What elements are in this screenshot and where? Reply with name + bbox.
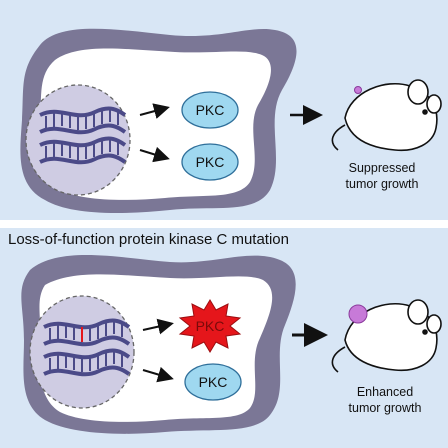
bottom-arrow-icon	[142, 366, 174, 383]
bottom-panel-heading: Loss-of-function protein kinase C mutati…	[8, 231, 289, 248]
mutant-pkc-starburst-icon: PKC	[178, 299, 242, 353]
top-outcome-line-2: tumor growth	[346, 177, 419, 191]
svg-text:PKC: PKC	[196, 318, 225, 334]
bottom-outcome-line-1: Enhanced	[357, 385, 413, 399]
svg-text:PKC: PKC	[199, 374, 228, 390]
pkc-protein: PKC	[181, 143, 239, 181]
top-arrow-icon	[139, 103, 170, 119]
pkc-protein: PKC	[181, 91, 239, 129]
top-outcome-line-1: Suppressed	[349, 161, 416, 175]
panel-divider	[0, 220, 448, 228]
top-dna-icon	[39, 106, 127, 165]
top-arrow-icon	[139, 146, 170, 163]
bottom-arrow-icon	[142, 318, 174, 335]
bottom-mouse-icon	[331, 299, 442, 373]
bottom-outcome-line-2: tumor growth	[349, 401, 422, 415]
top-mouse-icon	[331, 79, 442, 152]
svg-text:PKC: PKC	[196, 154, 225, 170]
svg-text:PKC: PKC	[196, 102, 225, 118]
bottom-dna-icon	[43, 318, 131, 377]
pkc-protein: PKC	[184, 363, 242, 401]
